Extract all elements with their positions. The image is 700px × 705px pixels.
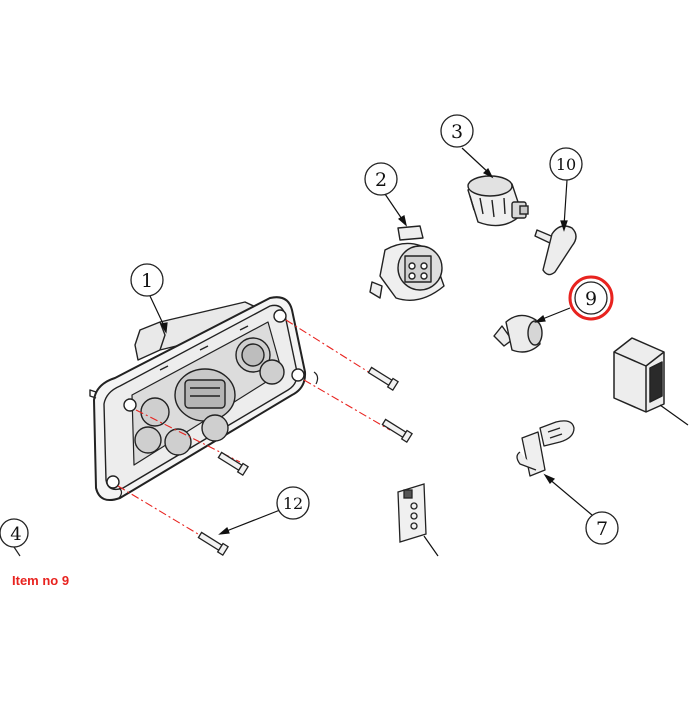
cap-part <box>493 314 543 353</box>
ignition-switch-part <box>369 225 445 301</box>
highlight-ring <box>568 275 614 321</box>
bulb-part <box>516 420 575 477</box>
callout-2: 2 <box>364 162 398 196</box>
screw-part <box>197 366 413 557</box>
leader-lines <box>149 147 689 557</box>
connector-plate-part <box>397 483 427 543</box>
svg-text:7: 7 <box>596 518 608 540</box>
callout-12: 12 <box>276 486 310 520</box>
svg-text:2: 2 <box>375 169 387 191</box>
item-caption: Item no 9 <box>12 573 70 588</box>
callout-7: 7 <box>585 511 619 545</box>
callout-9: 9 <box>574 281 608 315</box>
svg-text:10: 10 <box>556 155 576 174</box>
key-part <box>534 225 577 276</box>
svg-text:4: 4 <box>10 524 21 545</box>
snap-marks <box>118 371 319 499</box>
svg-text:3: 3 <box>451 121 463 143</box>
instrument-cluster-part <box>89 296 307 501</box>
callout-3: 3 <box>440 114 474 148</box>
rocker-switch-part <box>613 337 665 413</box>
callout-4-partial: 4 <box>0 518 29 557</box>
rotary-knob-part <box>467 175 529 227</box>
callout-1: 1 <box>130 263 164 297</box>
svg-text:1: 1 <box>141 270 153 292</box>
callout-10: 10 <box>549 147 583 181</box>
svg-text:12: 12 <box>283 494 303 513</box>
svg-text:9: 9 <box>585 288 597 310</box>
